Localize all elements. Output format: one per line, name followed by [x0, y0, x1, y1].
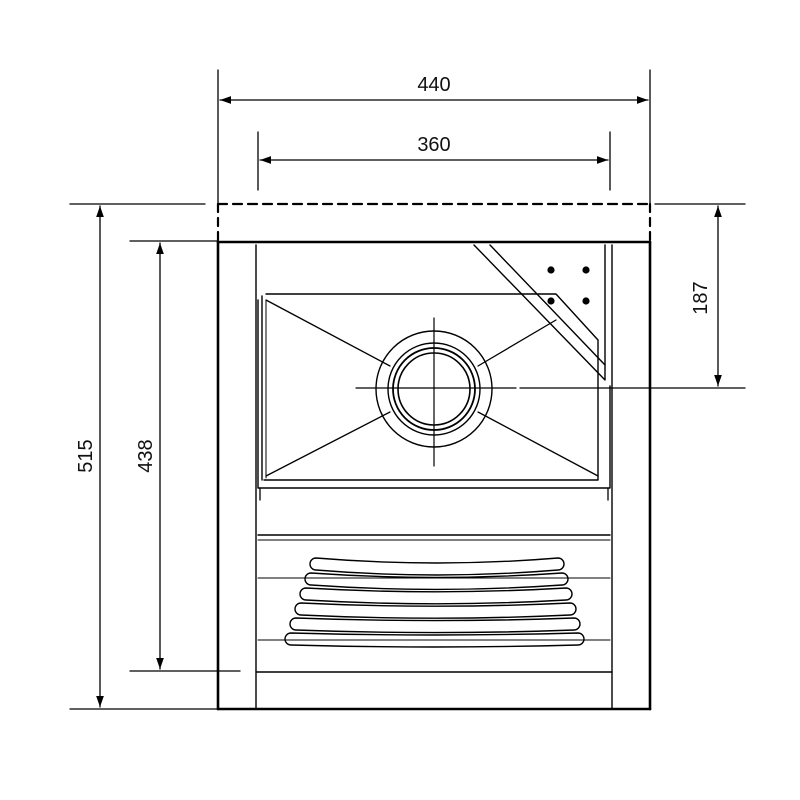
label-inner-height: 438: [135, 439, 157, 472]
basin: [257, 293, 611, 501]
washboard-ridge: [304, 572, 569, 591]
label-overall-height: 515: [75, 439, 97, 472]
washboard-ridge: [309, 557, 565, 576]
label-drain-offset: 187: [690, 281, 712, 314]
washboard-ridge: [289, 617, 581, 634]
washboard: [257, 534, 611, 641]
tap-hole-icons: [547, 266, 590, 305]
dashed-top-outline: [216, 202, 652, 244]
dimension-inner-height: [129, 240, 241, 672]
dimension-overall-height: [69, 203, 219, 710]
faucet-deck: [473, 244, 606, 381]
label-inner-width: 360: [417, 134, 450, 156]
dimension-inner-width: [257, 131, 611, 191]
washboard-ridges: [284, 557, 585, 648]
dimension-drain-offset: [519, 203, 746, 389]
washboard-ridge: [294, 602, 577, 619]
drain-icon: [355, 317, 517, 467]
sink-body-outline: [216, 240, 652, 711]
washboard-ridge: [284, 632, 585, 648]
washboard-ridge: [299, 587, 573, 605]
dimension-overall-width: [217, 69, 651, 211]
label-overall-width: 440: [417, 74, 450, 96]
